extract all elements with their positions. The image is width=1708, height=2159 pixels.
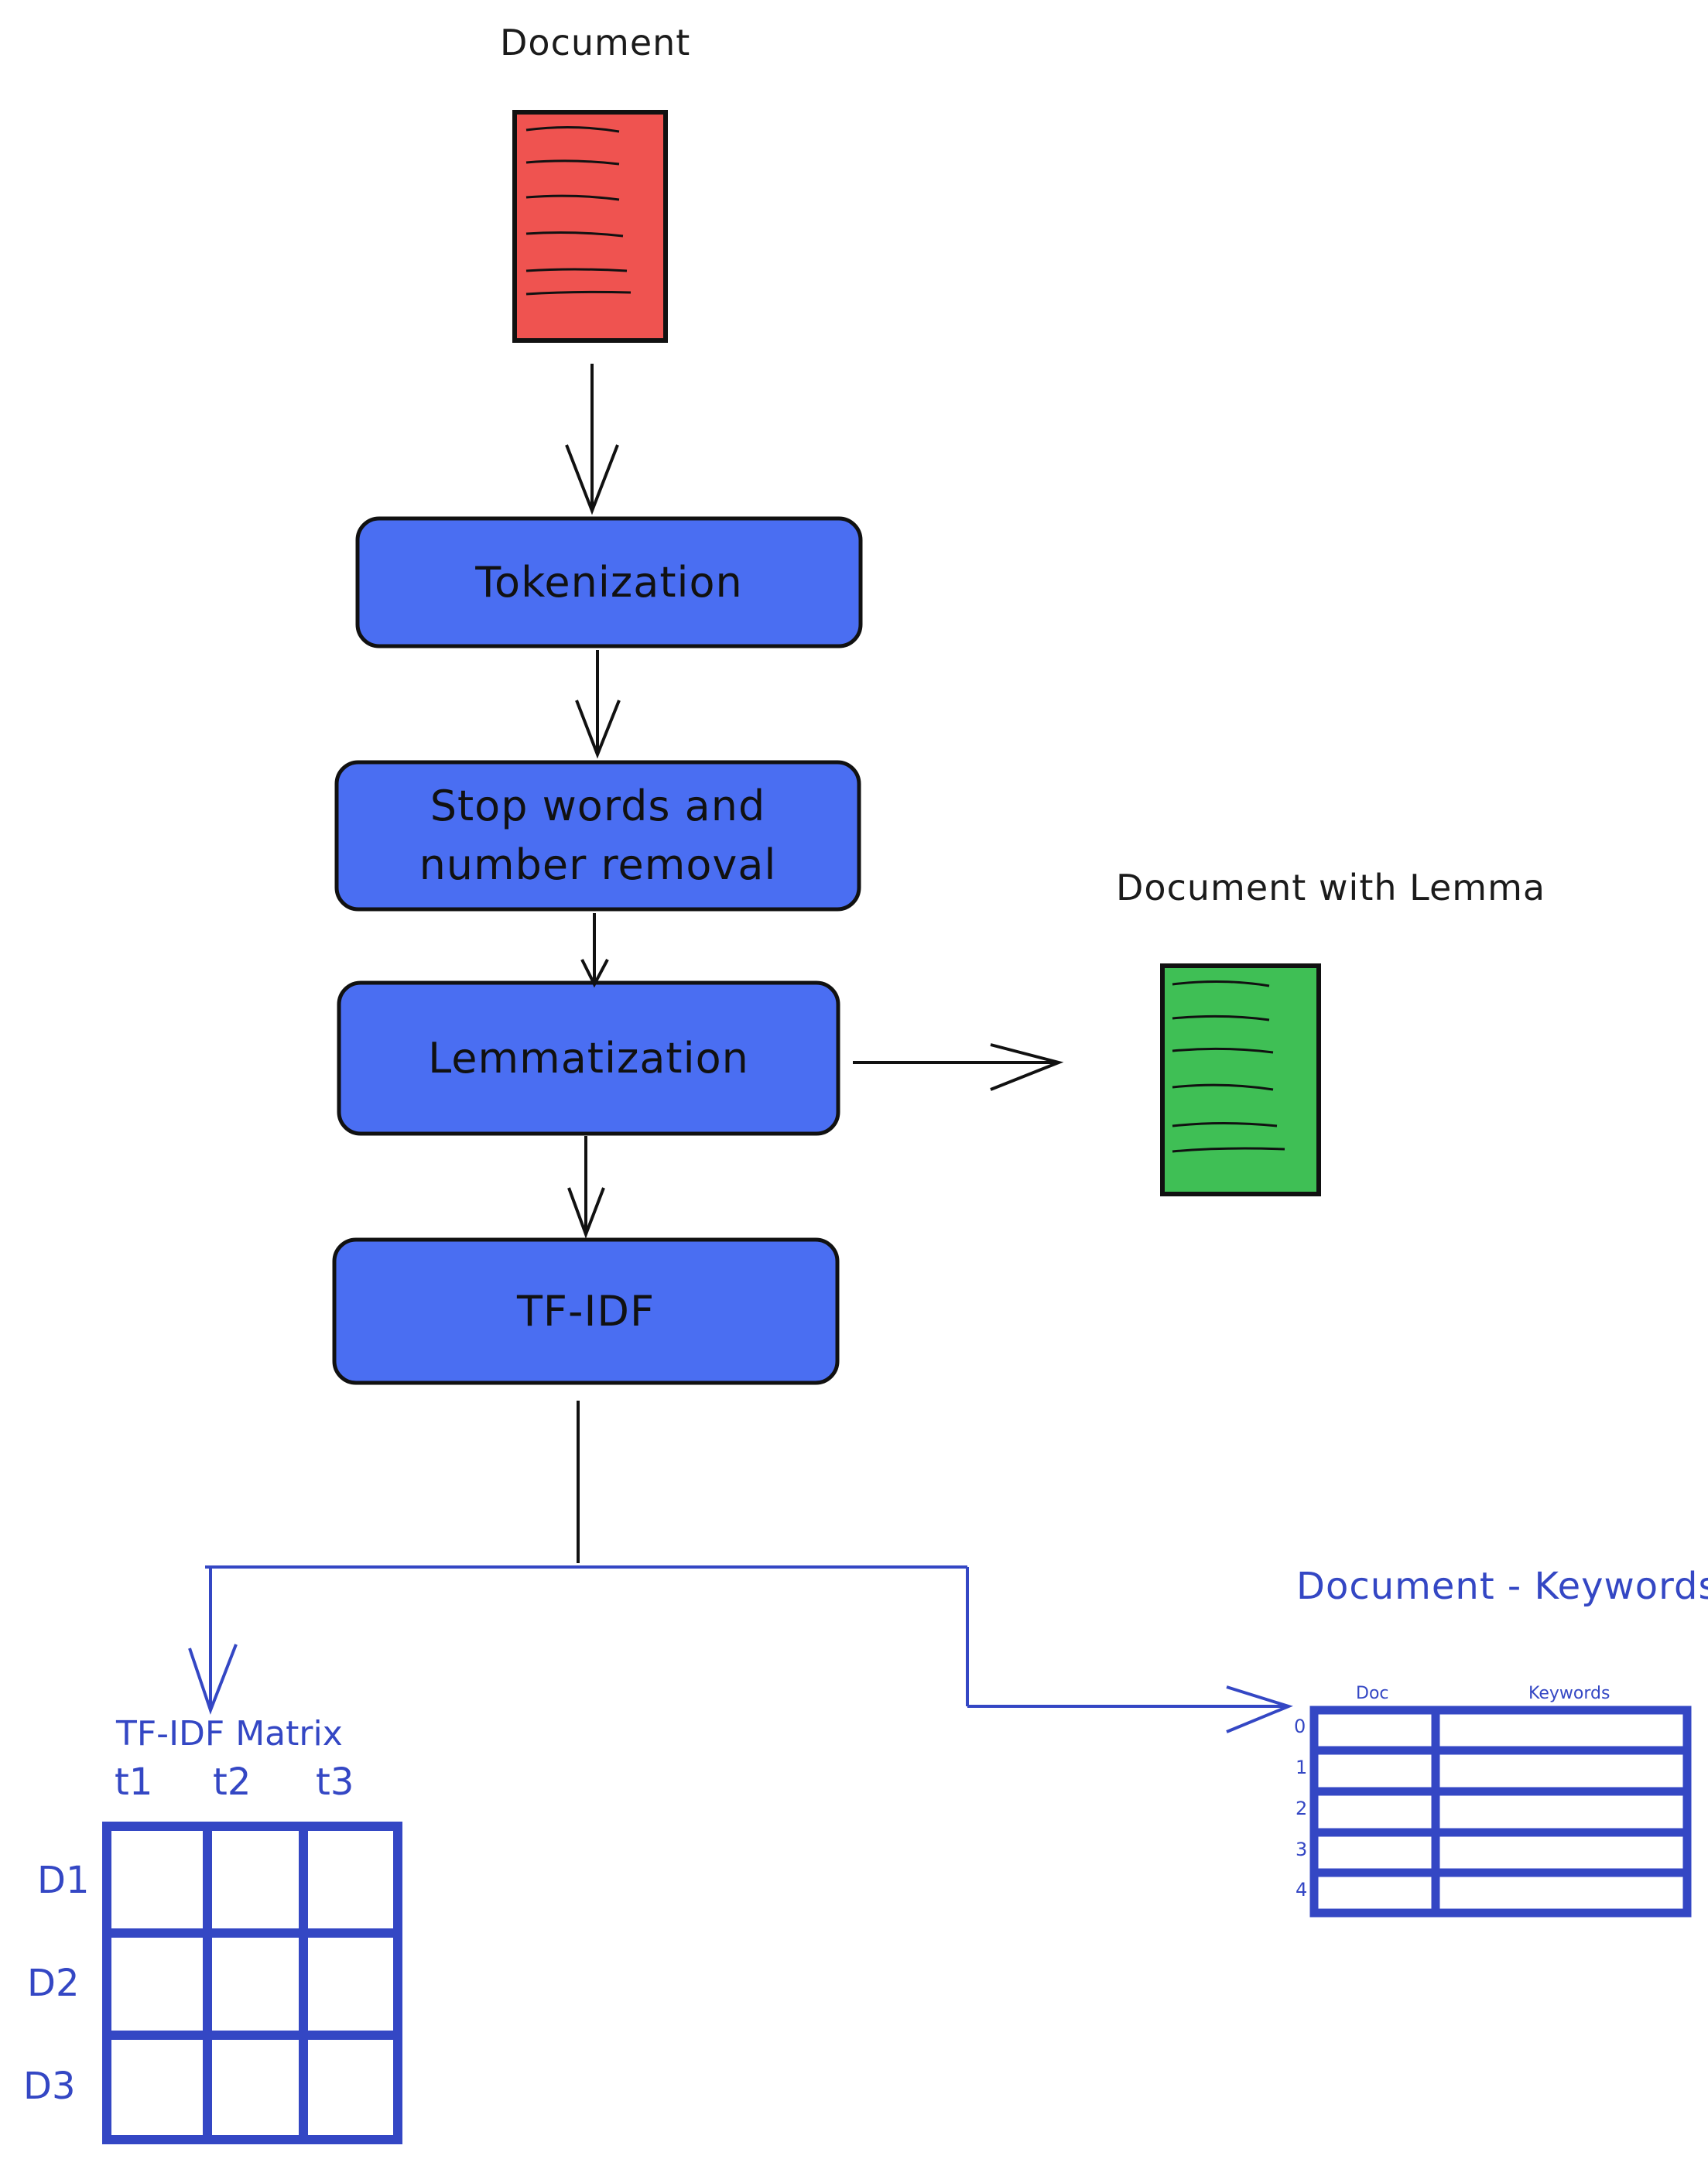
arrow-document-to-tokenization <box>565 364 619 515</box>
stage-label-tfidf: TF-IDF <box>516 1286 655 1336</box>
matrix-row-d1: D1 <box>37 1859 90 1902</box>
keywords-row-index-3: 3 <box>1296 1839 1308 1860</box>
keywords-table-title: Document - Keywords <box>1296 1565 1708 1608</box>
keywords-row-index-4: 4 <box>1296 1879 1308 1901</box>
stage-label-stopwords: Stop words and number removal <box>419 782 777 889</box>
matrix-column-t3: t3 <box>316 1760 354 1804</box>
stage-label-tokenization: Tokenization <box>475 557 743 607</box>
matrix-row-d3: D3 <box>23 2065 76 2108</box>
stage-box-tokenization <box>355 516 863 648</box>
keywords-row-index-2: 2 <box>1296 1798 1308 1819</box>
stage-box-lemmatization <box>337 980 840 1136</box>
tfidf-matrix-title: TF-IDF Matrix <box>116 1714 343 1754</box>
arrow-lemmatization-to-tfidf <box>567 1136 605 1239</box>
keywords-row-index-0: 0 <box>1294 1716 1306 1737</box>
arrow-tokenization-to-stopwords <box>575 650 621 759</box>
matrix-column-t1: t1 <box>115 1760 153 1804</box>
matrix-row-d2: D2 <box>27 1962 80 2005</box>
tfidf-matrix-grid <box>102 1822 402 2144</box>
stage-box-stopwords <box>334 760 861 912</box>
keywords-table-header-doc: Doc <box>1356 1684 1389 1703</box>
lemma-document-icon <box>1160 963 1321 1196</box>
keywords-row-index-1: 1 <box>1296 1757 1308 1778</box>
source-document-title: Document <box>500 22 691 63</box>
arrow-stopwords-to-lemmatization <box>580 913 609 988</box>
lemma-document-title: Document with Lemma <box>1116 867 1546 908</box>
tfidf-output-connector <box>188 1401 1293 1733</box>
keywords-table-header-keywords: Keywords <box>1528 1684 1610 1703</box>
keywords-table-grid <box>1309 1706 1692 1918</box>
stage-box-tfidf <box>332 1237 840 1385</box>
source-document-icon <box>512 110 668 343</box>
arrow-lemmatization-to-lemma-doc <box>853 1043 1064 1091</box>
matrix-column-t2: t2 <box>213 1760 252 1804</box>
stage-label-lemmatization: Lemmatization <box>428 1033 749 1083</box>
